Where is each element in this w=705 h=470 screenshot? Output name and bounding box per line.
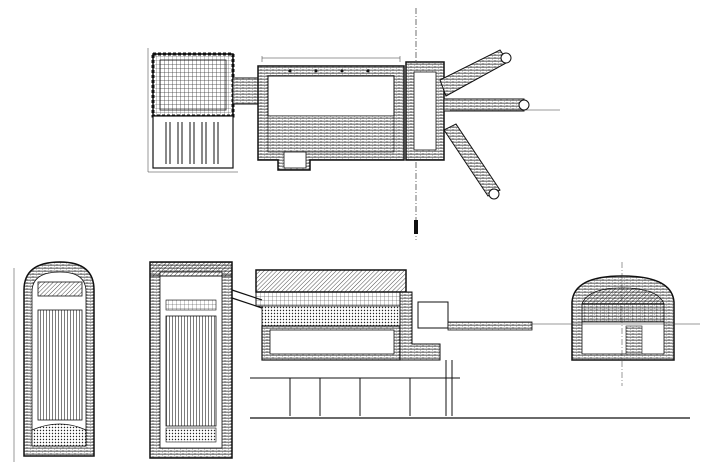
flue-arm-top: [439, 49, 512, 97]
flue-arm-middle: [443, 98, 560, 112]
plan-flue-connector: [232, 77, 259, 105]
plan-burner-house: [405, 49, 560, 200]
plan-view: [147, 8, 560, 240]
section-tower-left: [13, 261, 95, 462]
flue-arm-bottom: [443, 123, 501, 200]
plan-tower-block: [147, 48, 238, 173]
plan-main-chamber: [257, 56, 405, 171]
section-tower-right: [149, 261, 263, 459]
section-main-furnace: [250, 269, 690, 419]
section-burner-end: [530, 262, 700, 386]
